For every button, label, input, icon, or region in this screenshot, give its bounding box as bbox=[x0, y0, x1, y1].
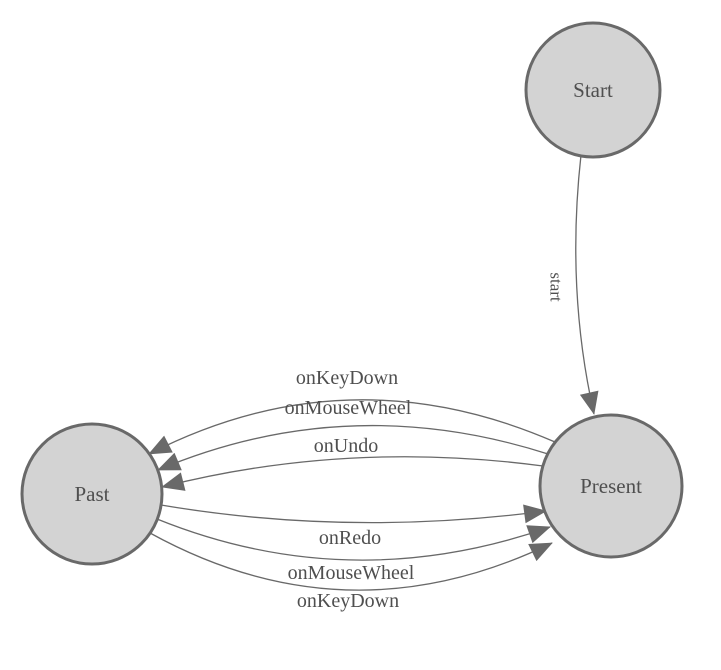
edge-present-to-past-onundo bbox=[161, 456, 544, 491]
node-label-present: Present bbox=[580, 474, 642, 498]
edge-past-to-present-onmousewheel bbox=[156, 518, 551, 561]
edge-present-to-past-onmousewheel bbox=[157, 424, 549, 471]
edge-label-past-to-present-onkeydown: onKeyDown bbox=[297, 590, 399, 612]
edge-start-to-present bbox=[575, 154, 599, 415]
edge-label-present-to-past-onundo: onUndo bbox=[314, 435, 378, 457]
edge-label-start-to-present: start bbox=[547, 272, 566, 302]
node-start[interactable] bbox=[524, 21, 662, 159]
edge-present-to-past-onkeydown bbox=[148, 399, 556, 455]
edge-label-present-to-past-onkeydown: onKeyDown bbox=[296, 367, 398, 389]
node-label-past: Past bbox=[74, 482, 109, 506]
edges-layer bbox=[148, 154, 599, 591]
edge-label-past-to-present-onmousewheel: onMouseWheel bbox=[288, 562, 415, 584]
edge-past-to-present-onredo bbox=[160, 504, 547, 524]
edge-label-present-to-past-onmousewheel: onMouseWheel bbox=[285, 397, 412, 419]
nodes-layer bbox=[20, 21, 684, 566]
node-present[interactable] bbox=[538, 413, 684, 559]
edge-label-past-to-present-onredo: onRedo bbox=[319, 527, 381, 549]
node-past[interactable] bbox=[20, 422, 164, 566]
node-label-start: Start bbox=[573, 78, 613, 102]
edge-past-to-present-onkeydown bbox=[149, 532, 553, 591]
